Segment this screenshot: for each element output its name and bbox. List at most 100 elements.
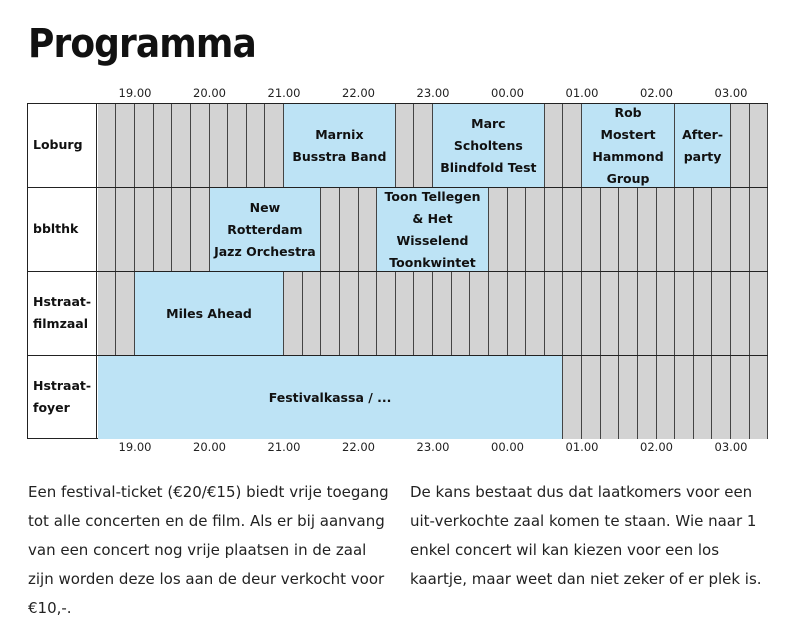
empty-timeslot [172, 104, 191, 187]
bottom-hour-label: 19.00 [118, 440, 152, 454]
empty-timeslot [637, 272, 657, 355]
empty-timeslot [600, 188, 620, 271]
latecomer-info-text: De kans bestaat dus dat laatkomers voor … [410, 483, 762, 588]
ticket-info-text: Een festival-ticket (€20/€15) biedt vrij… [28, 483, 389, 617]
empty-timeslot [135, 104, 154, 187]
empty-timeslot [97, 104, 117, 187]
empty-timeslot [619, 272, 638, 355]
top-hour-label: 23.00 [416, 86, 450, 100]
event-block[interactable]: Marc Scholtens Blindfold Test [433, 104, 545, 187]
empty-timeslot [563, 356, 582, 439]
empty-timeslot [749, 188, 768, 271]
venue-label: Hstraat- filmzaal [27, 271, 97, 355]
event-title: After-party [682, 126, 724, 164]
event-block[interactable]: Rob Mostert Hammond Group [582, 104, 676, 187]
event-block[interactable]: After-party [675, 104, 731, 187]
top-hour-label: 20.00 [193, 86, 226, 100]
empty-timeslot [637, 188, 657, 271]
empty-timeslot [116, 104, 135, 187]
empty-timeslot [600, 356, 620, 439]
event-block[interactable]: Festivalkassa / ... [97, 356, 564, 439]
empty-timeslot [321, 188, 340, 271]
event-block[interactable]: Marnix Busstra Band [284, 104, 396, 187]
empty-timeslot [97, 188, 117, 271]
event-title: Festivalkassa / ... [268, 389, 392, 405]
event-block[interactable]: New Rotterdam Jazz Orchestra [209, 188, 322, 271]
empty-timeslot [302, 272, 322, 355]
top-hour-label: 21.00 [267, 86, 301, 100]
top-hour-label: 22.00 [342, 86, 375, 100]
empty-timeslot [563, 188, 582, 271]
empty-timeslot [749, 272, 768, 355]
empty-timeslot [693, 356, 713, 439]
empty-timeslot [731, 356, 750, 439]
bottom-hour-label: 23.00 [416, 440, 450, 454]
empty-timeslot [377, 272, 396, 355]
empty-timeslot [488, 188, 508, 271]
empty-timeslot [470, 272, 489, 355]
empty-timeslot [582, 356, 601, 439]
empty-timeslot [600, 272, 620, 355]
top-hour-label: 03.00 [714, 86, 748, 100]
empty-timeslot [339, 188, 359, 271]
empty-timeslot [451, 272, 471, 355]
empty-timeslot [209, 104, 229, 187]
top-hour-label: 02.00 [640, 86, 673, 100]
top-hour-label: 19.00 [118, 86, 152, 100]
event-title: Rob Mostert Hammond Group [592, 104, 664, 186]
empty-timeslot [619, 188, 638, 271]
row-divider [27, 271, 768, 272]
empty-timeslot [135, 188, 154, 271]
empty-timeslot [395, 272, 415, 355]
empty-timeslot [712, 272, 731, 355]
empty-timeslot [656, 188, 676, 271]
empty-timeslot [190, 104, 210, 187]
empty-timeslot [619, 356, 638, 439]
event-title: Marnix Busstra Band [292, 126, 387, 164]
bottom-hour-label: 01.00 [565, 440, 599, 454]
empty-timeslot [395, 104, 415, 187]
empty-timeslot [544, 188, 564, 271]
empty-timeslot [172, 188, 191, 271]
top-hour-label: 00.00 [491, 86, 524, 100]
empty-timeslot [693, 272, 713, 355]
empty-timeslot [731, 104, 750, 187]
row-divider [27, 355, 768, 356]
empty-timeslot [749, 104, 768, 187]
empty-timeslot [712, 356, 731, 439]
bottom-hour-label: 00.00 [491, 440, 524, 454]
empty-timeslot [731, 188, 750, 271]
empty-timeslot [358, 188, 378, 271]
empty-timeslot [358, 272, 378, 355]
empty-timeslot [265, 104, 284, 187]
empty-timeslot [228, 104, 247, 187]
empty-timeslot [433, 272, 452, 355]
empty-timeslot [563, 104, 582, 187]
empty-timeslot [526, 272, 545, 355]
event-title: Marc Scholtens Blindfold Test [440, 115, 537, 175]
bottom-hour-label: 20.00 [193, 440, 226, 454]
event-block[interactable]: Miles Ahead [135, 272, 284, 355]
empty-timeslot [488, 272, 508, 355]
row-divider [27, 187, 768, 188]
empty-timeslot [116, 188, 135, 271]
event-title: New Rotterdam Jazz Orchestra [214, 199, 316, 259]
empty-timeslot [526, 188, 545, 271]
bottom-hour-label: 02.00 [640, 440, 673, 454]
empty-timeslot [507, 188, 527, 271]
event-block[interactable]: Toon Tellegen & Het Wisselend Toonkwinte… [377, 188, 489, 271]
venue-label: Hstraat- foyer [27, 355, 97, 439]
empty-timeslot [153, 104, 173, 187]
empty-timeslot [97, 272, 117, 355]
empty-timeslot [675, 272, 694, 355]
empty-timeslot [153, 188, 173, 271]
empty-timeslot [246, 104, 266, 187]
event-title: Toon Tellegen & Het Wisselend Toonkwinte… [384, 188, 481, 270]
empty-timeslot [544, 272, 564, 355]
bottom-hour-label: 22.00 [342, 440, 375, 454]
empty-timeslot [693, 188, 713, 271]
page-title: Programma [28, 21, 257, 67]
empty-timeslot [582, 272, 601, 355]
top-hour-label: 01.00 [565, 86, 599, 100]
empty-timeslot [284, 272, 303, 355]
